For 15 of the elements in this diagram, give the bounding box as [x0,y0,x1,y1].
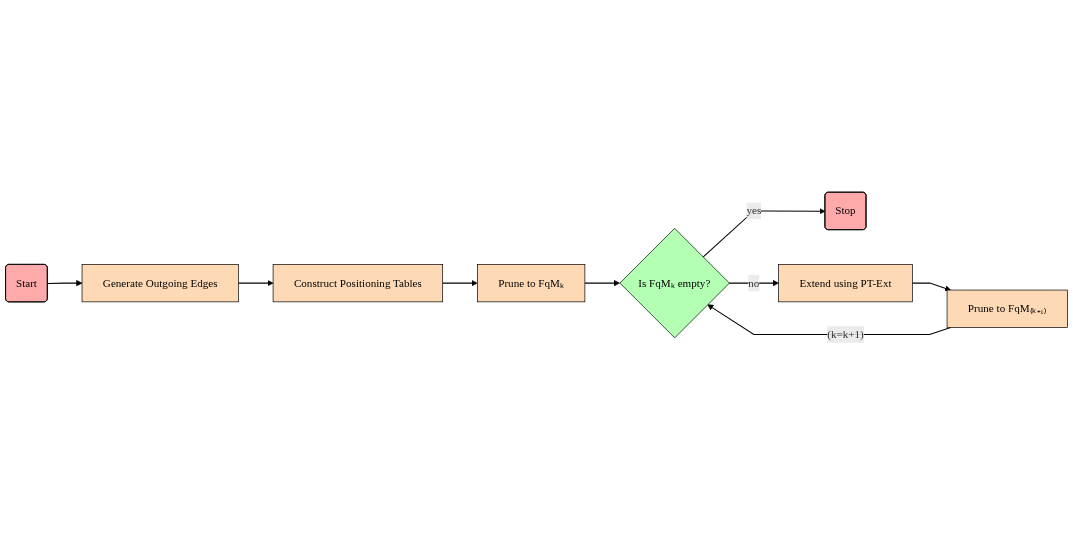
arrow [702,208,826,258]
edge-label: yes [746,204,762,217]
edge-label: (k=k+1) [827,328,864,341]
edge-label: no [748,276,760,289]
node-box: Prune to FqMₖ [477,264,586,303]
arrow [237,280,274,287]
node-box: Generate Outgoing Edges [81,264,239,303]
arrow [584,280,620,287]
arrow [442,280,478,287]
arrow [47,280,83,287]
node-diamond: Is FqMₖ empty? [619,228,730,339]
arrow [911,282,951,292]
node-box: Extend using PT-Ext [778,264,913,303]
node-box: Prune to FqM₍ₖ₊₁₎ [946,289,1068,328]
node-box: Construct Positioning Tables [272,264,444,303]
